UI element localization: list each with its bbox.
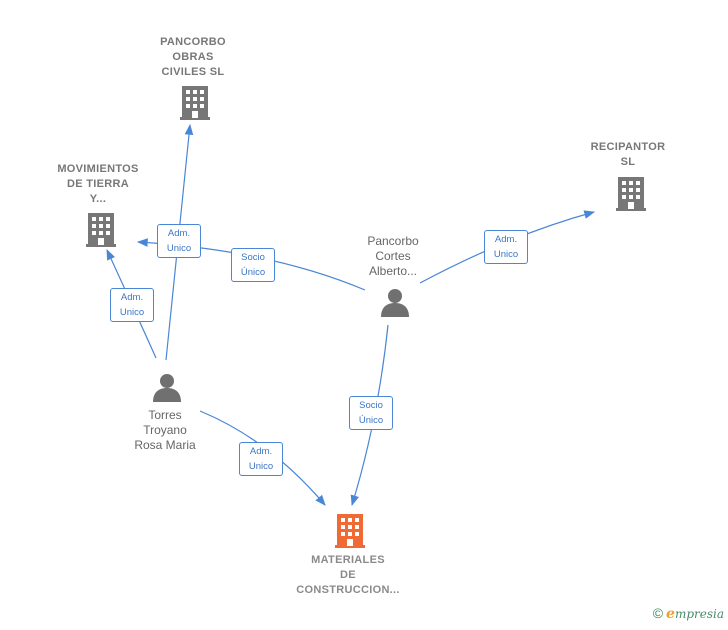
edge-label-torres-materiales[interactable]: Adm. Unico [239, 442, 283, 476]
edge-label-alberto-movimientos[interactable]: Socio Único [231, 248, 275, 282]
node-label-torres-troyano[interactable]: Torres Troyano Rosa Maria [134, 408, 196, 452]
building-icon[interactable] [335, 514, 365, 548]
copyright-symbol: © [652, 605, 664, 621]
building-icon[interactable] [616, 177, 646, 211]
building-icon[interactable] [180, 86, 210, 120]
node-label-pancorbo-cortes-alberto[interactable]: Pancorbo Cortes Alberto... [367, 234, 419, 278]
person-icon[interactable] [381, 289, 409, 317]
node-label-recipantor[interactable]: RECIPANTOR SL [590, 141, 666, 168]
edge-label-torres-movimientos[interactable]: Adm. Unico [110, 288, 154, 322]
edge-label-alberto-recipantor[interactable]: Adm. Unico [484, 230, 528, 264]
edge-label-torres-pancorbo[interactable]: Adm. Unico [157, 224, 201, 258]
person-icon[interactable] [153, 374, 181, 402]
node-label-pancorbo-obras-civiles[interactable]: PANCORBO OBRAS CIVILES SL [160, 36, 226, 78]
copyright-notice: ©empresia [653, 605, 724, 622]
edge-label-alberto-materiales[interactable]: Socio Único [349, 396, 393, 430]
empresia-logo[interactable]: empresia [666, 606, 724, 622]
node-label-materiales-de-construccion[interactable]: MATERIALES DE CONSTRUCCION... [296, 554, 400, 596]
building-icon[interactable] [86, 213, 116, 247]
node-label-movimientos-de-tierra[interactable]: MOVIMIENTOS DE TIERRA Y... [57, 163, 139, 205]
